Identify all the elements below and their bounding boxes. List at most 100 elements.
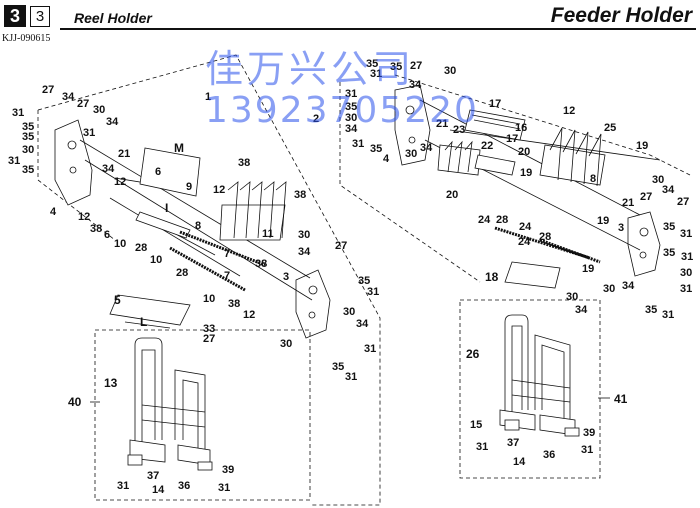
callout: 25 xyxy=(604,122,616,134)
callout: 31 xyxy=(662,309,674,321)
callout: 39 xyxy=(222,464,234,476)
callout: 34 xyxy=(102,163,115,175)
callout: 34 xyxy=(298,246,311,258)
callout: 6 xyxy=(104,229,110,241)
callout: 27 xyxy=(677,196,689,208)
callout: 26 xyxy=(466,347,480,361)
header-rule xyxy=(60,28,696,30)
callout: 31 xyxy=(218,482,230,494)
callout: 31 xyxy=(83,127,95,139)
callout: 9 xyxy=(186,181,192,193)
callout: 17 xyxy=(506,133,518,145)
left-base-plate xyxy=(109,294,191,326)
callout: 27 xyxy=(410,60,422,72)
callout: 4 xyxy=(383,153,390,165)
callout: 27 xyxy=(335,240,347,252)
right-base-plate xyxy=(504,261,561,289)
dimension-label: I xyxy=(165,201,168,215)
callout: 17 xyxy=(489,98,501,110)
callout: 30 xyxy=(345,112,357,124)
callout: 30 xyxy=(680,267,692,279)
callout: 35 xyxy=(345,101,357,113)
callout: 21 xyxy=(622,197,634,209)
callout: 31 xyxy=(12,107,24,119)
feeder-holder-title: Feeder Holder xyxy=(550,4,692,27)
watermark-company: 佳万兴公司 xyxy=(205,47,416,91)
callout: 31 xyxy=(345,371,357,383)
callout: 13 xyxy=(104,376,118,390)
callout: 36 xyxy=(543,449,555,461)
callout: 27 xyxy=(203,333,215,345)
callout: 16 xyxy=(515,122,527,134)
callout: 30 xyxy=(22,144,34,156)
callout: 34 xyxy=(345,123,358,135)
callout: 7 xyxy=(224,248,230,260)
callout: 8 xyxy=(590,173,596,185)
callout: 38 xyxy=(294,189,306,201)
callout: 12 xyxy=(243,309,255,321)
reel-holder-title: Reel Holder xyxy=(74,10,152,26)
callout: 38 xyxy=(238,157,250,169)
dimension-label: L xyxy=(140,315,147,329)
callout: 33 xyxy=(203,323,215,335)
callout: 35 xyxy=(370,143,382,155)
callout: 4 xyxy=(50,206,57,218)
callout: 35 xyxy=(22,164,34,176)
callout: 40 xyxy=(68,395,82,409)
callout: 35 xyxy=(366,58,378,70)
right-right-end-plate xyxy=(627,211,661,277)
callout: 35 xyxy=(22,131,34,143)
watermark-phone: 13923705220 xyxy=(205,90,479,131)
callout: 10 xyxy=(203,293,215,305)
feeder-comb-top xyxy=(464,109,526,141)
callout: 28 xyxy=(539,231,551,243)
callout: 36 xyxy=(178,480,190,492)
callout: 12 xyxy=(213,184,225,196)
left-boundary-dashed xyxy=(37,54,381,506)
callout: 39 xyxy=(583,427,595,439)
callout: 37 xyxy=(147,470,159,482)
callout: 21 xyxy=(118,148,130,160)
section-number: 3 xyxy=(4,5,26,27)
sub-section-number: 3 xyxy=(30,6,50,27)
callout: 1 xyxy=(205,91,211,103)
callout: 11 xyxy=(262,228,274,240)
callout: 38 xyxy=(255,258,267,270)
callout: 8 xyxy=(195,220,201,232)
callout: 31 xyxy=(367,286,379,298)
callout: 35 xyxy=(645,304,657,316)
callout: 28 xyxy=(176,267,188,279)
callout: 34 xyxy=(662,184,675,196)
callout: 30 xyxy=(280,338,292,350)
callout: 24 xyxy=(478,214,491,226)
dimension-label: M xyxy=(174,141,184,155)
callout: 34 xyxy=(575,304,588,316)
callout: 20 xyxy=(518,146,530,158)
right-left-end-plate xyxy=(394,84,431,166)
callout: 12 xyxy=(78,211,90,223)
callout: 34 xyxy=(622,280,635,292)
left-stand-box xyxy=(94,329,311,501)
callout: 27 xyxy=(640,191,652,203)
right-end-plate xyxy=(295,269,331,339)
callout: 19 xyxy=(582,263,594,275)
callout: 38 xyxy=(228,298,240,310)
callout: 27 xyxy=(42,84,54,96)
callout: 3 xyxy=(283,271,289,283)
callout: 18 xyxy=(485,270,499,284)
callout: 5 xyxy=(114,293,121,307)
drawing-code: KJJ-090615 xyxy=(2,33,51,44)
callout: 34 xyxy=(409,79,422,91)
callout: 20 xyxy=(446,189,458,201)
callout: 34 xyxy=(420,142,433,154)
reel-comb-left xyxy=(219,181,287,241)
callout: 34 xyxy=(62,91,75,103)
callout: 31 xyxy=(680,228,692,240)
callout: 30 xyxy=(603,283,615,295)
callout: 31 xyxy=(681,251,693,263)
callout: 12 xyxy=(114,176,126,188)
callout: 27 xyxy=(77,98,89,110)
callout: 35 xyxy=(663,247,675,259)
callout: 35 xyxy=(663,221,675,233)
